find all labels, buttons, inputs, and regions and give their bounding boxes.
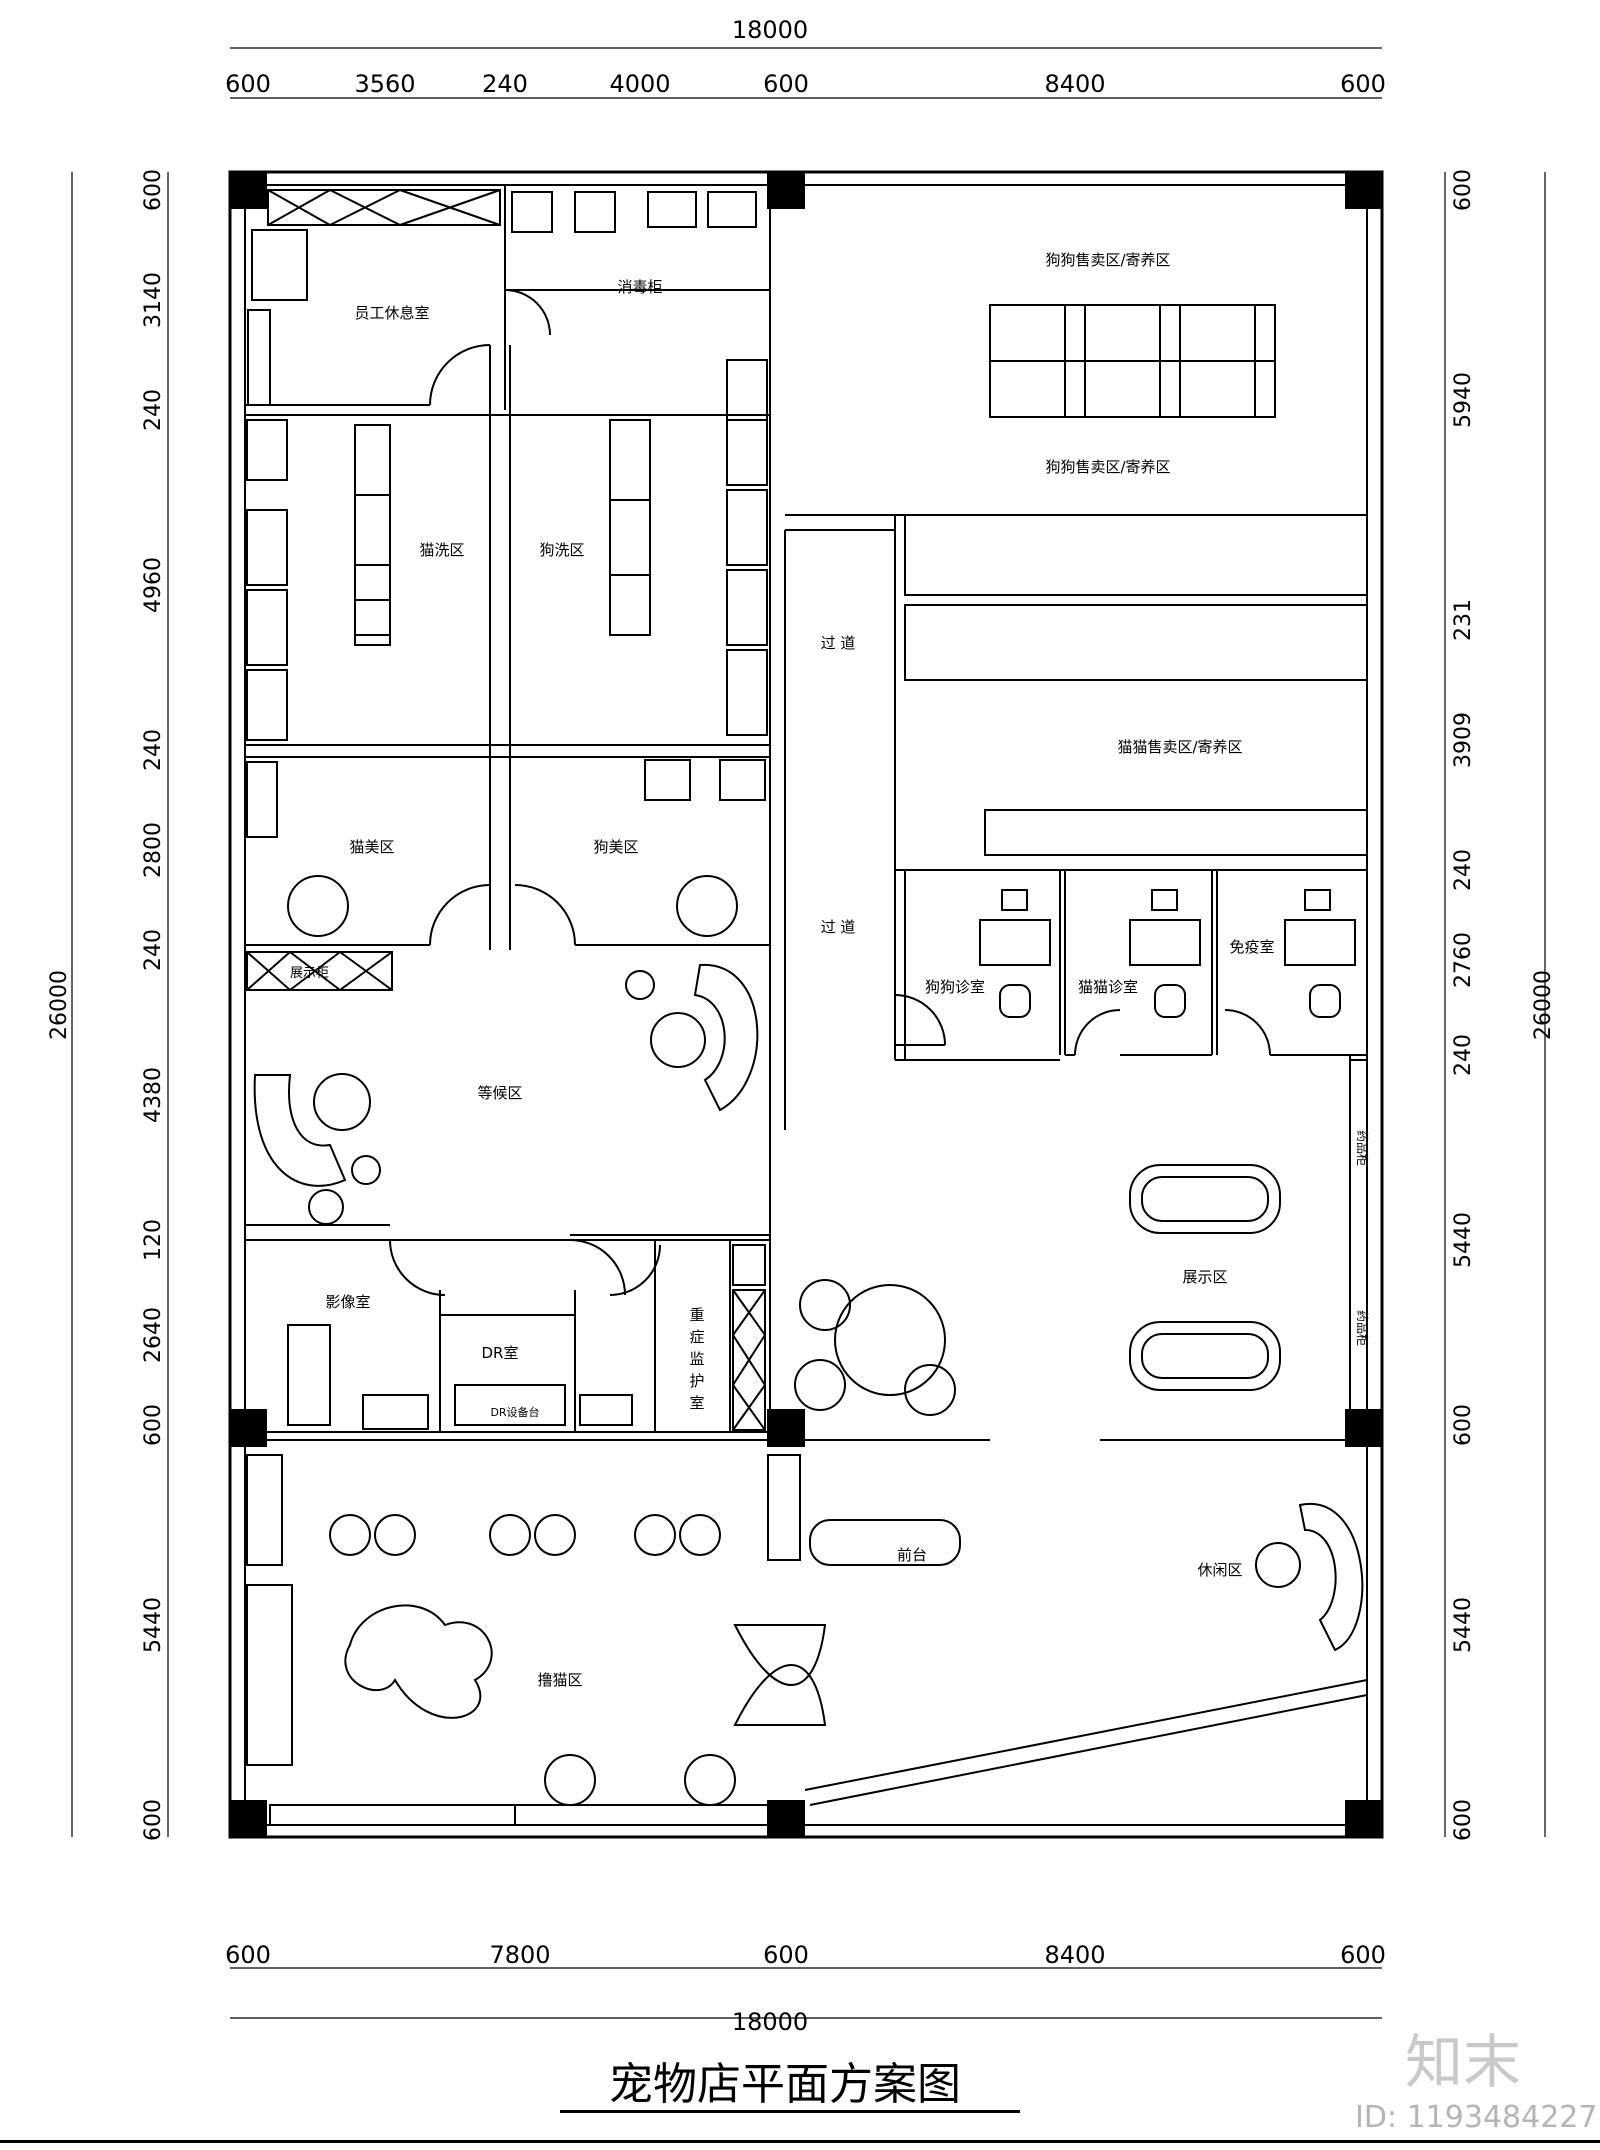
label-dog-sale: 狗狗售卖区/寄养区 xyxy=(1045,458,1170,476)
label-corridor: 过 道 xyxy=(821,634,856,652)
label-cat-beauty: 猫美区 xyxy=(349,838,394,856)
dim-right: 5440 xyxy=(1451,1597,1476,1653)
label-dr-room: DR室 xyxy=(482,1344,519,1362)
dim-right: 3909 xyxy=(1451,712,1476,768)
dim-bottom: 8400 xyxy=(1044,1941,1105,1969)
dim-top: 4000 xyxy=(609,70,670,98)
dim-right: 600 xyxy=(1451,1799,1476,1841)
column xyxy=(1345,1409,1383,1447)
dim-bottom: 600 xyxy=(763,1941,809,1969)
dim-left: 120 xyxy=(141,1219,166,1261)
dim-left: 600 xyxy=(141,169,166,211)
label-display-area: 展示区 xyxy=(1182,1268,1227,1286)
label-lounge: 休闲区 xyxy=(1197,1561,1242,1579)
label-icu: 重 xyxy=(689,1306,704,1324)
dim-right: 600 xyxy=(1451,1404,1476,1446)
dim-left: 4960 xyxy=(141,557,166,613)
dim-bottom-total: 18000 xyxy=(732,2008,808,2036)
dimension-lines xyxy=(71,47,1546,2019)
label-disinfect: 消毒柜 xyxy=(617,278,662,296)
label-imaging: 影像室 xyxy=(325,1293,370,1311)
dim-top: 8400 xyxy=(1044,70,1105,98)
label-dog-wash: 狗洗区 xyxy=(539,541,584,559)
label-cat-wash: 猫洗区 xyxy=(419,541,464,559)
label-dog-beauty: 狗美区 xyxy=(593,838,638,856)
label-dr-equipment: DR设备台 xyxy=(490,1405,539,1419)
dim-bottom: 600 xyxy=(1340,1941,1386,1969)
dim-left-total: 26000 xyxy=(47,970,72,1040)
label-corridor: 过 道 xyxy=(821,918,856,936)
column xyxy=(1345,171,1383,209)
label-cat-sale: 猫猫售卖区/寄养区 xyxy=(1117,738,1242,756)
label-medicine: 药品柜 xyxy=(1355,1310,1369,1346)
label-cat-pet: 撸猫区 xyxy=(537,1671,582,1689)
outer-wall xyxy=(228,170,1384,1839)
dim-top: 600 xyxy=(225,70,271,98)
dim-bottom: 7800 xyxy=(489,1941,550,1969)
label-front-desk: 前台 xyxy=(897,1546,927,1564)
column xyxy=(1345,1800,1383,1838)
dim-right: 5440 xyxy=(1451,1212,1476,1268)
label-display-cabinet: 展示柜 xyxy=(290,966,329,981)
dim-right: 240 xyxy=(1451,849,1476,891)
dim-left: 3140 xyxy=(141,272,166,328)
dim-bottom: 600 xyxy=(225,1941,271,1969)
column xyxy=(767,1800,805,1838)
dim-left: 600 xyxy=(141,1799,166,1841)
label-cat-clinic: 猫猫诊室 xyxy=(1078,978,1138,996)
label-icu: 监 xyxy=(689,1350,704,1368)
dim-right: 2760 xyxy=(1451,932,1476,988)
dim-left: 240 xyxy=(141,929,166,971)
label-medicine: 药品柜 xyxy=(1355,1130,1369,1166)
label-icu: 室 xyxy=(689,1394,704,1412)
dim-top: 600 xyxy=(1340,70,1386,98)
dim-left: 4380 xyxy=(141,1067,166,1123)
dim-top: 240 xyxy=(482,70,528,98)
dim-right-total: 26000 xyxy=(1531,970,1556,1040)
dim-left: 240 xyxy=(141,389,166,431)
dim-top-total: 18000 xyxy=(732,16,808,44)
label-dog-sale: 狗狗售卖区/寄养区 xyxy=(1045,251,1170,269)
dim-right: 231 xyxy=(1451,599,1476,641)
dim-top: 600 xyxy=(763,70,809,98)
label-icu: 症 xyxy=(689,1328,704,1346)
inner-wall-line xyxy=(244,184,1368,1826)
dim-left: 5440 xyxy=(141,1597,166,1653)
dim-top: 3560 xyxy=(354,70,415,98)
label-dog-clinic: 狗狗诊室 xyxy=(925,978,985,996)
dim-left: 2640 xyxy=(141,1307,166,1363)
dim-left: 600 xyxy=(141,1404,166,1446)
dim-right: 5940 xyxy=(1451,372,1476,428)
column xyxy=(229,171,267,209)
dim-right: 600 xyxy=(1451,169,1476,211)
label-vaccine: 免疫室 xyxy=(1229,938,1274,956)
dim-left: 240 xyxy=(141,729,166,771)
label-waiting: 等候区 xyxy=(477,1084,522,1102)
dim-right: 240 xyxy=(1451,1034,1476,1076)
label-icu: 护 xyxy=(689,1372,704,1390)
dim-left: 2800 xyxy=(141,822,166,878)
column xyxy=(229,1800,267,1838)
column xyxy=(767,171,805,209)
label-staff-rest: 员工休息室 xyxy=(354,304,429,322)
